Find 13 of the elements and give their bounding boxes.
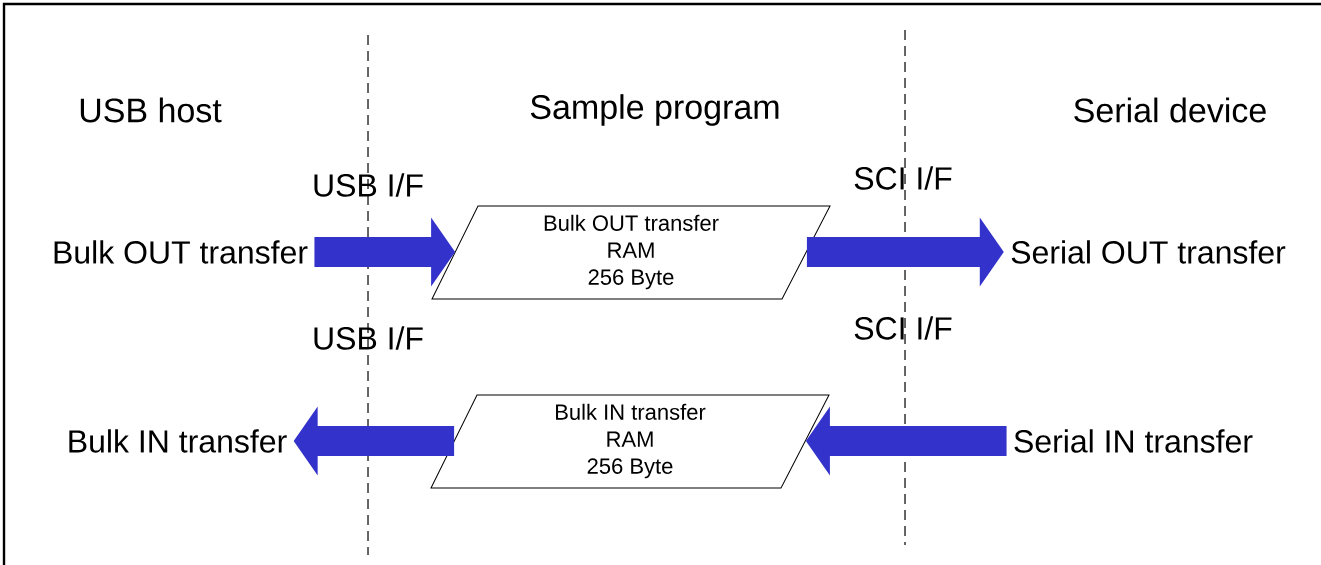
column-heading: USB host [80, 97, 222, 123]
transfer-label: Bulk OUT transfer [54, 240, 308, 264]
transfer-label: Bulk IN transfer [69, 429, 287, 453]
interface-label: SCI I/F [854, 316, 952, 340]
interface-label: SCI I/F [854, 166, 952, 190]
column-heading: Serial device [1074, 97, 1266, 123]
data-buffer: Bulk IN transfer RAM 256 Byte [430, 394, 830, 489]
transfer-label: Serial IN transfer [1014, 429, 1253, 453]
transfer-label: Serial OUT transfer [1011, 240, 1286, 264]
data-buffer: Bulk OUT transfer RAM 256 Byte [431, 205, 831, 300]
interface-label: USB I/F [314, 326, 423, 350]
interface-label: USB I/F [314, 173, 423, 197]
column-heading: Sample program [530, 94, 779, 126]
